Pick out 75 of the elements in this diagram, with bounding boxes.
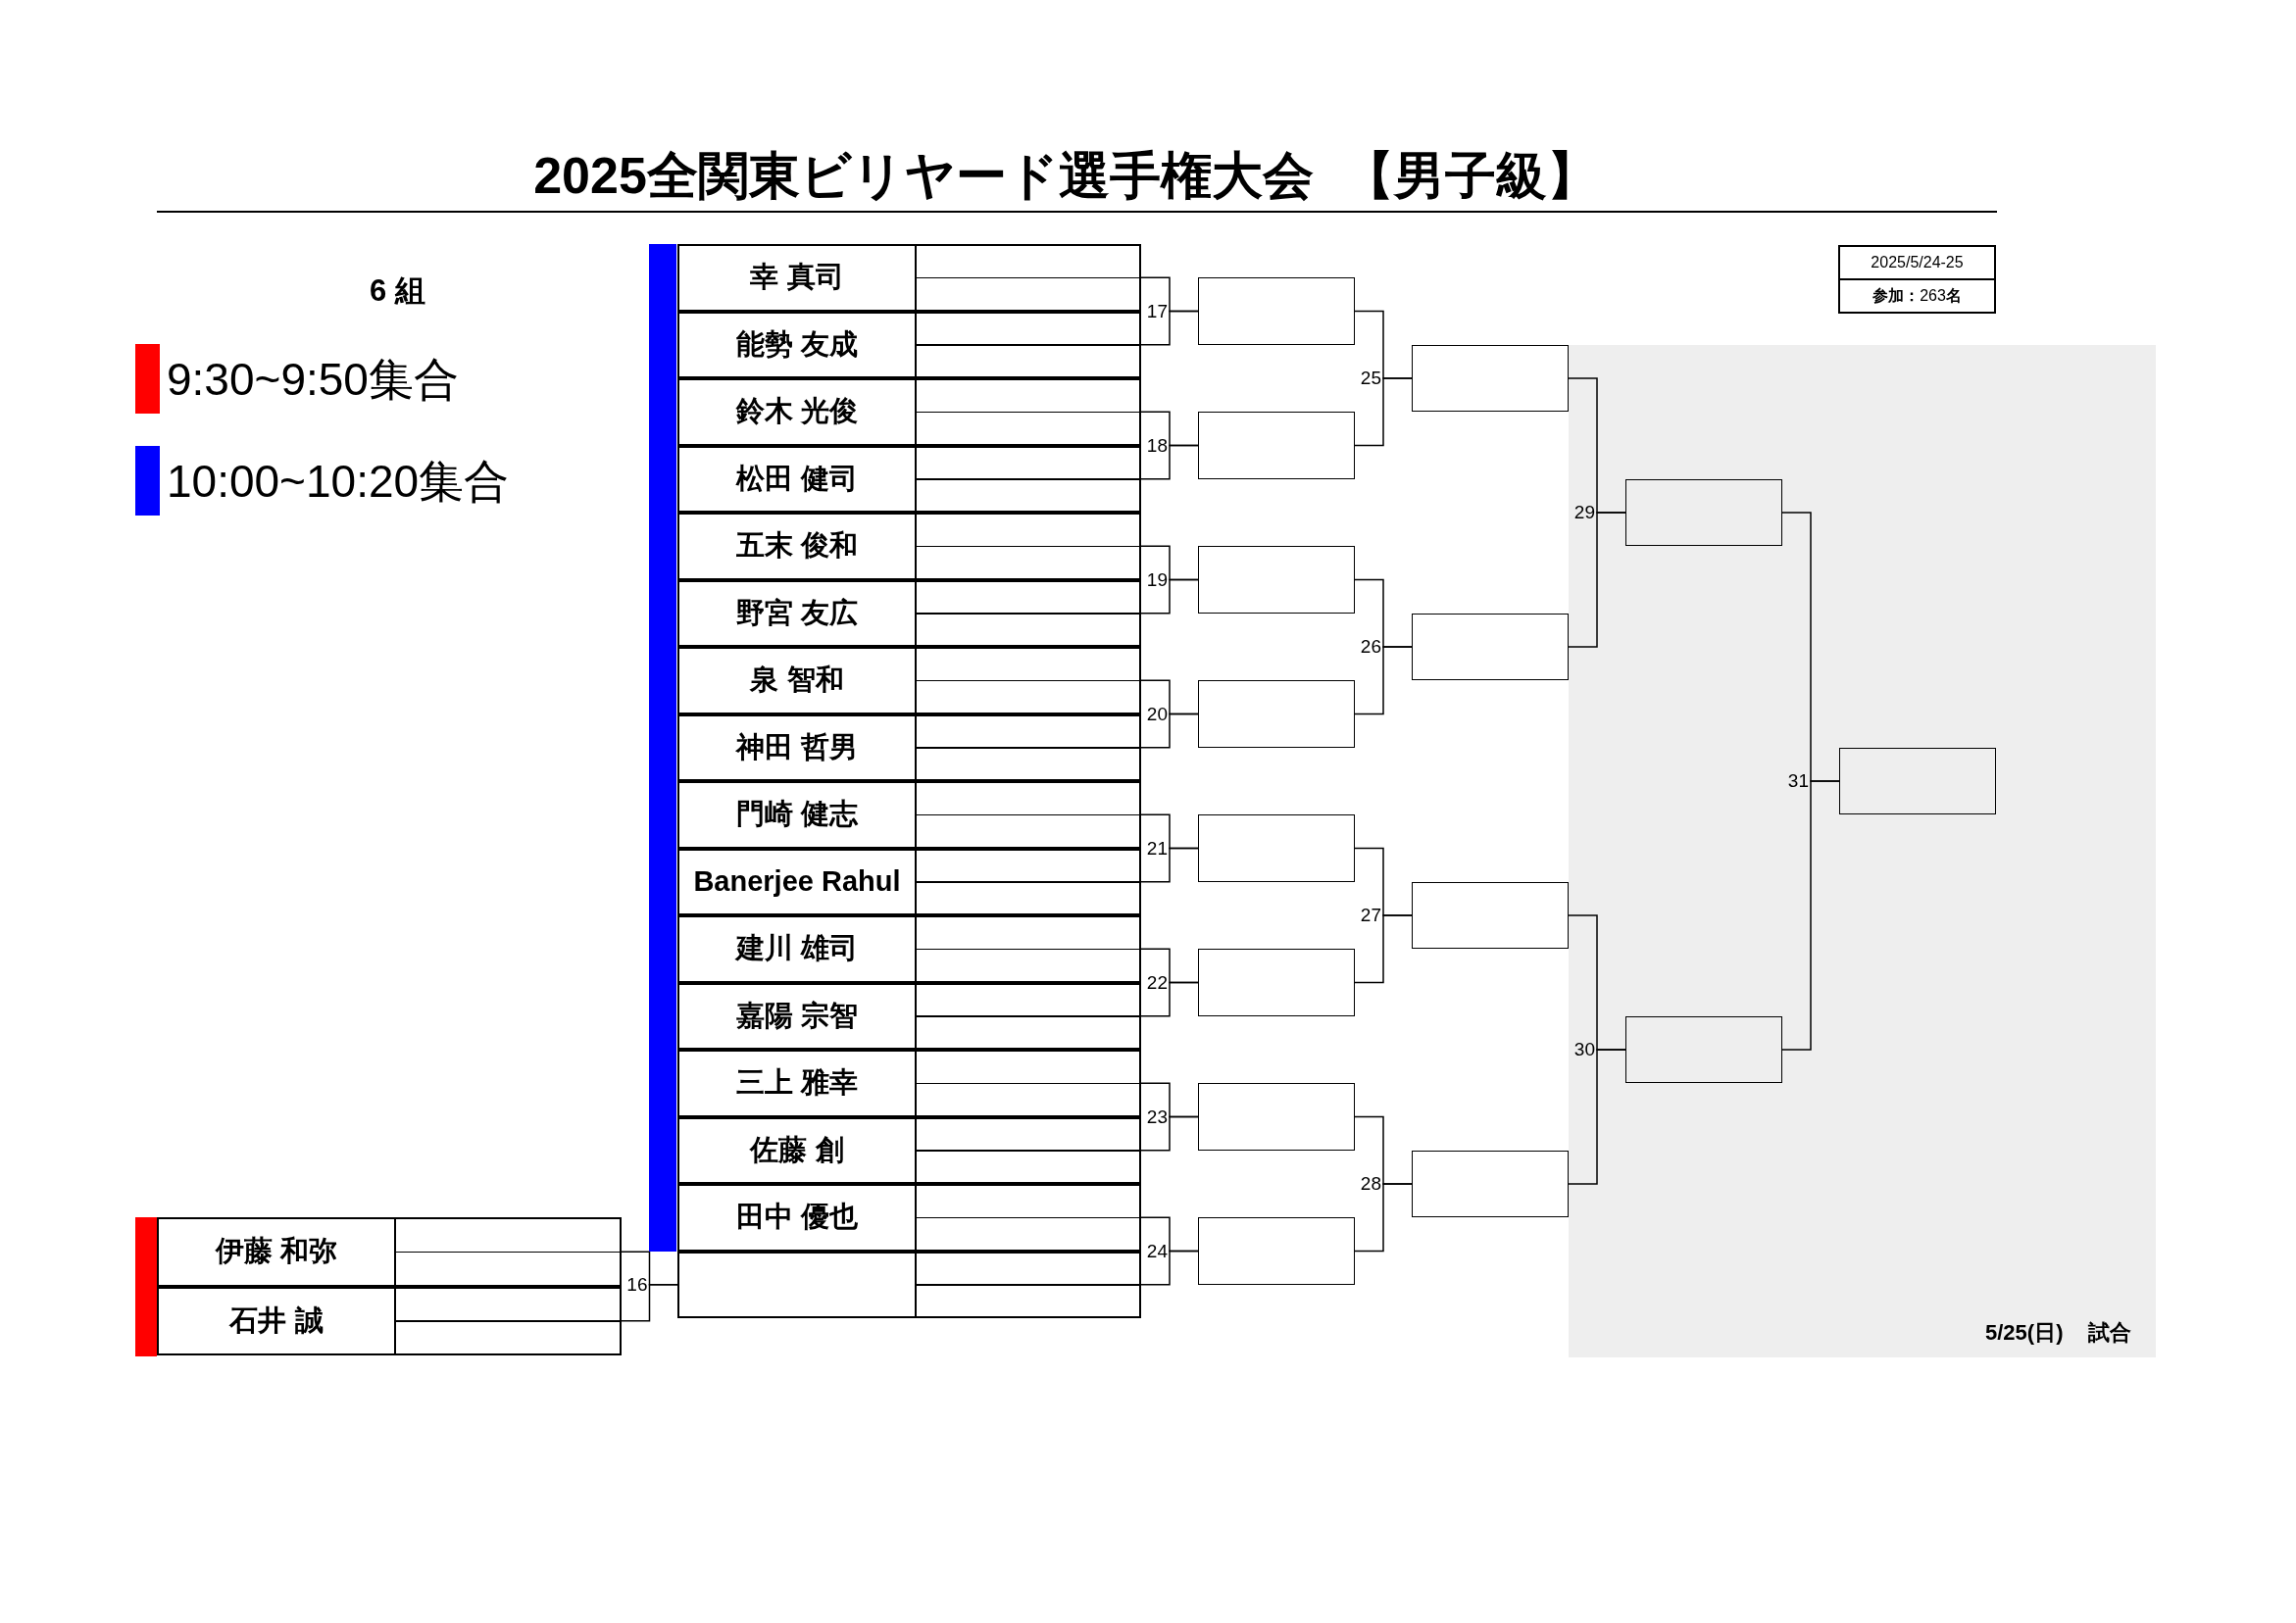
bracket-line bbox=[1140, 713, 1199, 749]
time-group-bar bbox=[649, 244, 676, 1252]
bracket-line bbox=[1140, 1250, 1199, 1286]
bracket-line bbox=[1140, 444, 1199, 480]
player-row bbox=[677, 848, 1141, 915]
player-name: 能勢 友成 bbox=[735, 328, 859, 361]
player-row bbox=[677, 311, 1141, 378]
player-name: 佐藤 創 bbox=[750, 1134, 844, 1166]
player-name: 五末 俊和 bbox=[735, 530, 859, 563]
legend-text: 9:30~9:50集合 bbox=[167, 354, 459, 404]
player-name: 三上 雅幸 bbox=[735, 1067, 859, 1100]
winner-box bbox=[1412, 1150, 1569, 1218]
winner-box bbox=[1198, 1217, 1355, 1285]
player-row bbox=[677, 445, 1141, 513]
player-name: 嘉陽 宗智 bbox=[735, 1000, 859, 1032]
player-row bbox=[677, 915, 1141, 983]
bracket-line bbox=[1140, 981, 1199, 1017]
winner-box bbox=[1198, 949, 1355, 1016]
player-name: 泉 智和 bbox=[750, 664, 844, 697]
player-row bbox=[677, 244, 1141, 312]
player-row bbox=[677, 647, 1141, 714]
player-name: 伊藤 和弥 bbox=[215, 1236, 338, 1268]
player-name: 鈴木 光俊 bbox=[735, 396, 859, 428]
event-date: 2025/5/24-25 bbox=[1871, 254, 1964, 271]
winner-box bbox=[1198, 546, 1355, 614]
winner-box bbox=[1625, 478, 1782, 547]
player-name: 石井 誠 bbox=[229, 1304, 324, 1337]
bracket-line bbox=[1354, 1183, 1413, 1253]
player-row bbox=[677, 579, 1141, 647]
player-name: 建川 雄司 bbox=[735, 933, 859, 965]
player-name: 田中 優也 bbox=[735, 1202, 859, 1234]
player-row bbox=[677, 513, 1141, 580]
player-row bbox=[677, 982, 1141, 1050]
bracket-line bbox=[1568, 1049, 1626, 1185]
bracket-line bbox=[1140, 310, 1199, 346]
winner-box bbox=[1198, 277, 1355, 345]
player-row bbox=[677, 1184, 1141, 1252]
player-name: 野宮 友広 bbox=[735, 597, 859, 629]
winner-box bbox=[1198, 412, 1355, 479]
bracket-line bbox=[1140, 1115, 1199, 1152]
player-name: Banerjee Rahul bbox=[693, 865, 901, 898]
player-name: 神田 哲男 bbox=[735, 731, 859, 763]
bracket-line bbox=[1140, 578, 1199, 615]
player-name: 門崎 健志 bbox=[735, 799, 859, 831]
bracket-line bbox=[1568, 512, 1626, 648]
winner-box bbox=[1412, 344, 1569, 413]
bracket-line bbox=[1354, 914, 1413, 984]
player-row bbox=[677, 1050, 1141, 1117]
bracket-line bbox=[1140, 847, 1199, 883]
player-name: 松田 健司 bbox=[735, 463, 859, 495]
group-label: 6 組 bbox=[370, 273, 425, 309]
match-day-label: 5/25(日) 試合 bbox=[1985, 1320, 2132, 1346]
player-row bbox=[677, 713, 1141, 781]
blank-player-row bbox=[677, 1251, 1141, 1318]
legend-text: 10:00~10:20集合 bbox=[167, 456, 510, 506]
winner-box bbox=[1198, 814, 1355, 882]
player-row bbox=[677, 781, 1141, 849]
bracket-line bbox=[621, 1284, 678, 1322]
player-row bbox=[677, 1116, 1141, 1184]
winner-box bbox=[1412, 613, 1569, 681]
bracket-line bbox=[1781, 780, 1840, 1051]
winner-box bbox=[1198, 1083, 1355, 1151]
bracket-line bbox=[1354, 646, 1413, 715]
winner-box bbox=[1839, 747, 1996, 815]
participant-count: 参加：263名 bbox=[1872, 287, 1962, 305]
winner-box bbox=[1412, 881, 1569, 950]
player-row bbox=[157, 1217, 622, 1287]
title: 2025全関東ビリヤード選手権大会 【男子級】 bbox=[533, 147, 1598, 206]
winner-box bbox=[1198, 680, 1355, 748]
time-group-bar bbox=[135, 1217, 157, 1356]
player-row bbox=[677, 378, 1141, 446]
bracket-line bbox=[1354, 377, 1413, 447]
winner-box bbox=[1625, 1015, 1782, 1084]
player-name: 幸 真司 bbox=[750, 262, 844, 294]
player-row bbox=[157, 1286, 622, 1355]
